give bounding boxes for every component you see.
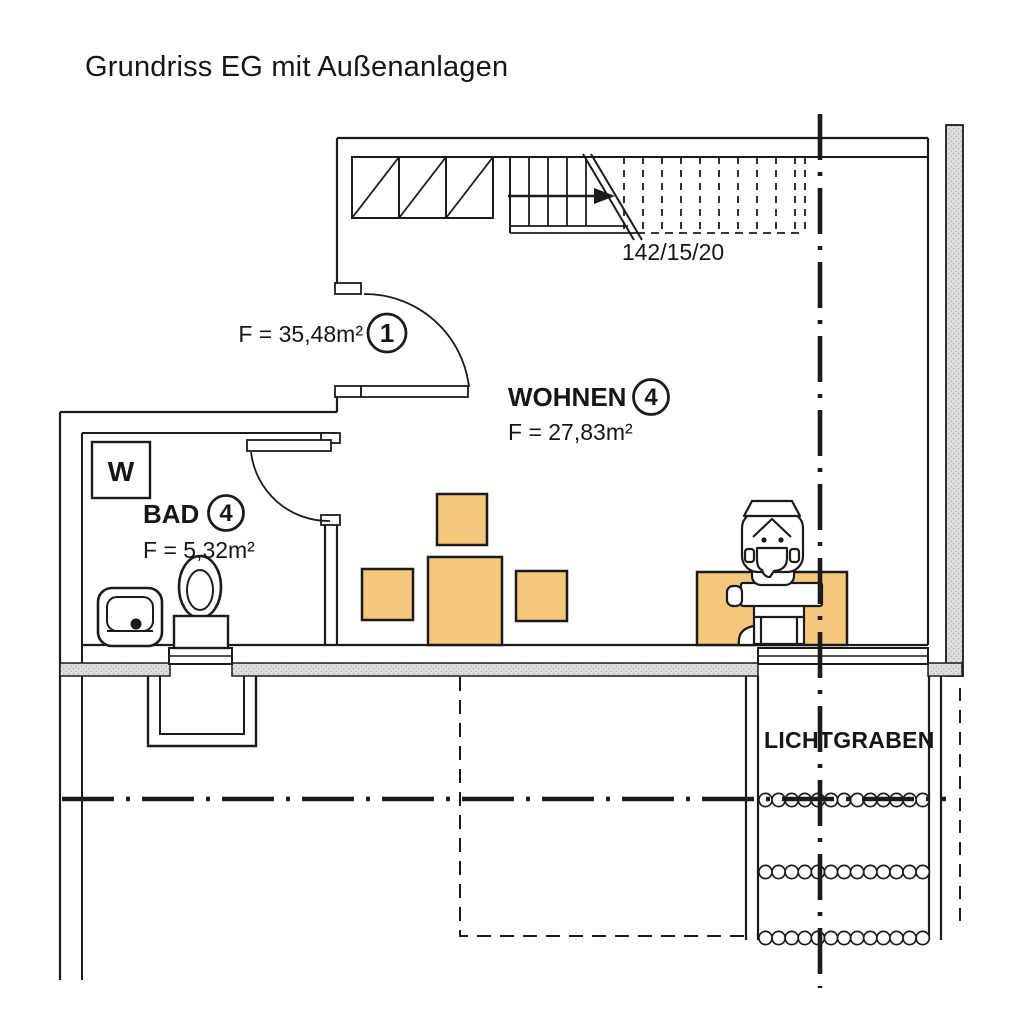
wall-bad-right (323, 523, 339, 645)
wall-south-hatched-left (59, 662, 171, 677)
wardrobe (351, 156, 494, 219)
wohnen-name: WOHNEN (508, 382, 626, 412)
hall-number: 1 (380, 318, 394, 348)
washing-machine: W (90, 440, 152, 500)
sink-drain (130, 618, 142, 630)
figure-hairline (752, 517, 792, 538)
dining-table (426, 555, 504, 647)
hall-area-label: F = 35,48m² (238, 321, 363, 347)
figure-chair-seat (739, 581, 824, 608)
walls (58, 124, 964, 980)
sink (96, 586, 164, 648)
lichtgraben-wall-left (744, 676, 760, 940)
bad-label-group: BAD 4 F = 5,32m² (143, 494, 255, 563)
hall-number-circle (366, 312, 408, 354)
bad-door-leaf (246, 439, 332, 452)
figure-sideburn-left (743, 547, 756, 564)
bad-door (246, 432, 341, 526)
stair-treads (509, 157, 796, 233)
dining-set (360, 492, 569, 647)
washing-machine-label: W (108, 456, 135, 487)
gravel-drainage-rows (758, 792, 931, 946)
seated-person-figure (725, 499, 824, 647)
chair-left (360, 567, 415, 622)
figure-eye-left (761, 537, 767, 543)
figure-hat (742, 499, 802, 518)
hall-door-jamb-top (334, 282, 362, 295)
bad-area-label: F = 5,32m² (143, 537, 255, 563)
light-shaft (146, 676, 258, 748)
toilet-tank (172, 614, 230, 650)
hall-door-swing-arc (363, 293, 470, 388)
bad-name: BAD (143, 499, 199, 529)
lichtgraben-label: LICHTGRABEN (764, 727, 935, 753)
staircase: 142/15/20 (508, 153, 806, 265)
toilet (172, 554, 230, 650)
page-title: Grundriss EG mit Außenanlagen (85, 51, 508, 83)
figure-chair-foot (737, 624, 756, 647)
bad-door-swing-arc (250, 451, 331, 522)
wohnen-window (757, 647, 929, 665)
bad-number-circle (207, 494, 245, 532)
lichtgraben: LICHTGRABEN (744, 676, 943, 946)
wohnen-number-circle (632, 378, 670, 416)
bad-number: 4 (219, 500, 233, 527)
hall-label-group: F = 35,48m² 1 (238, 312, 408, 354)
wohnen-number: 4 (644, 384, 658, 411)
chair-right (514, 569, 569, 623)
wall-right-hatched (945, 124, 964, 677)
stair-arrow-head (594, 188, 615, 204)
hall-door-leaf (360, 385, 469, 398)
figure-eye-right (778, 537, 784, 543)
wohnen-label-group: WOHNEN 4 F = 27,83m² (508, 378, 670, 445)
wall-south-hatched-mid (231, 662, 759, 677)
bad-door-jamb-bottom (320, 514, 341, 526)
wohnen-area-label: F = 27,83m² (508, 419, 633, 445)
figure-sideburn-right (788, 547, 801, 564)
wall-south-hatched-right (927, 662, 963, 677)
figure-beard (755, 546, 789, 579)
chair-top (435, 492, 489, 547)
hall-door-jamb-bottom (334, 385, 362, 398)
lichtgraben-wall-right (927, 676, 943, 940)
figure-armrest (725, 584, 744, 608)
hall-door (334, 282, 470, 398)
stair-dimension-label: 142/15/20 (622, 239, 724, 265)
figure-chair-base (752, 602, 806, 646)
terrace-dashed-outline (459, 677, 747, 937)
bad-window (168, 647, 233, 665)
